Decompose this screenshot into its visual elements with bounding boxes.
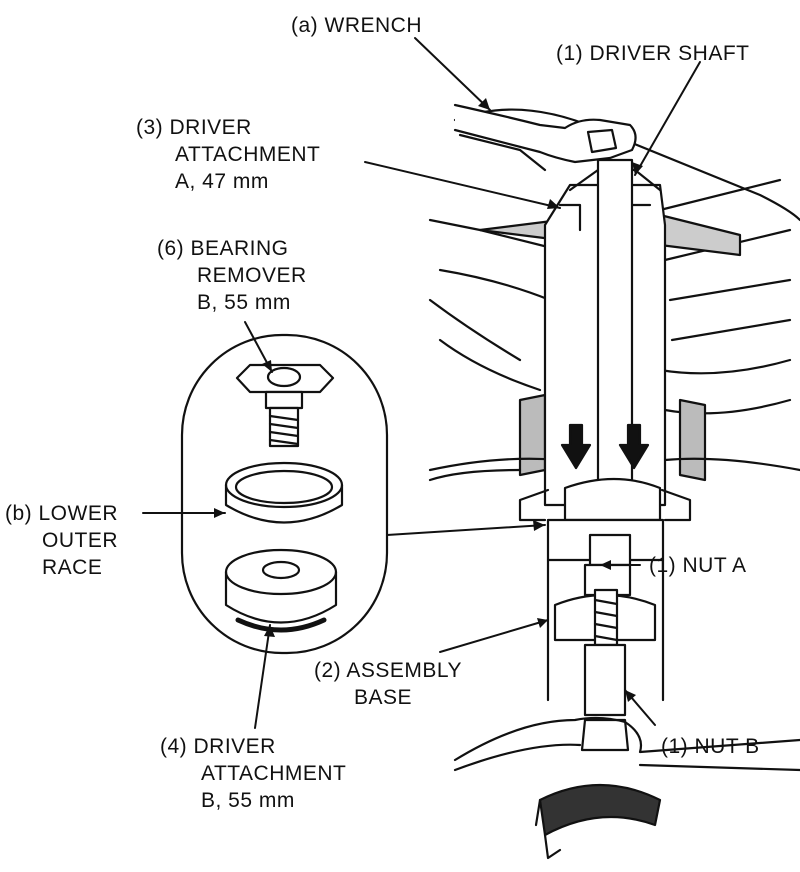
top-wrench <box>453 103 637 164</box>
label-line: (4) DRIVER <box>160 735 276 758</box>
label-line: (1) NUT B <box>661 735 760 758</box>
label-line: (6) BEARING <box>157 237 289 260</box>
downward-arrows <box>560 423 650 470</box>
label-line: (2) ASSEMBLY <box>314 659 462 682</box>
label-line: REMOVER <box>197 264 307 287</box>
label-bearing-remover: (6) BEARING REMOVER B, 55 mm <box>157 235 307 316</box>
label-assembly-base: (2) ASSEMBLY BASE <box>314 657 462 711</box>
label-line: (1) DRIVER SHAFT <box>556 42 750 65</box>
label-line: (1) NUT A <box>649 554 747 577</box>
label-line: B, 55 mm <box>197 291 291 314</box>
split-ring <box>534 783 662 860</box>
label-line: (3) DRIVER <box>136 116 252 139</box>
label-line: A, 47 mm <box>175 170 269 193</box>
label-driver-attachment-a: (3) DRIVER ATTACHMENT A, 47 mm <box>136 114 320 195</box>
label-lower-outer-race: (b) LOWER OUTER RACE <box>5 500 118 581</box>
label-line: (a) WRENCH <box>291 14 422 37</box>
label-line: B, 55 mm <box>201 789 295 812</box>
label-nut-b: (1) NUT B <box>661 733 760 760</box>
label-wrench: (a) WRENCH <box>291 12 422 39</box>
leader-arrowheads <box>214 98 643 702</box>
driver-tool-body <box>518 158 692 752</box>
label-line: ATTACHMENT <box>175 143 321 166</box>
label-nut-a: (1) NUT A <box>649 552 746 579</box>
label-line: (b) LOWER <box>5 502 119 525</box>
bottom-wrench <box>453 716 800 772</box>
label-line: BASE <box>354 686 413 709</box>
inset-detail <box>180 333 389 655</box>
label-driver-shaft: (1) DRIVER SHAFT <box>556 40 750 67</box>
label-line: ATTACHMENT <box>201 762 347 785</box>
label-line: RACE <box>42 556 103 579</box>
label-line: OUTER <box>42 529 118 552</box>
label-driver-attachment-b: (4) DRIVER ATTACHMENT B, 55 mm <box>160 733 346 814</box>
leader-lines <box>142 37 701 729</box>
